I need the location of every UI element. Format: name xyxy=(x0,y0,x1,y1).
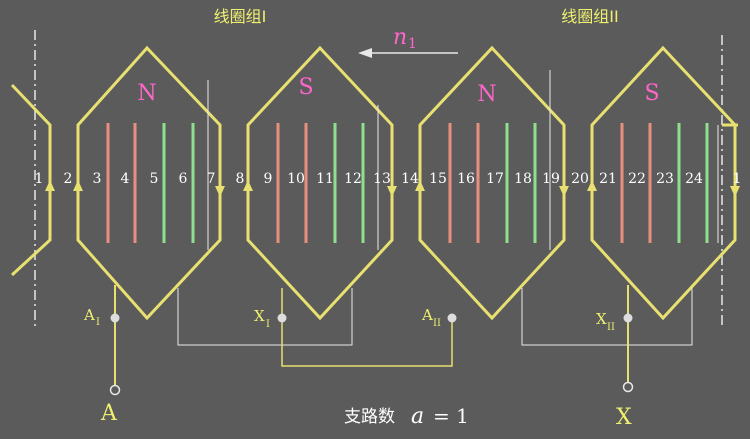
footer-label: 支路数 xyxy=(344,407,395,427)
wire-X1-A2 xyxy=(281,288,453,367)
coil-3-right-arrow xyxy=(559,186,569,197)
coil-4-right-arrow xyxy=(730,186,740,197)
label-X-out: X xyxy=(616,405,632,430)
coil-2-left-arrow xyxy=(243,180,253,191)
slot-number-14: 14 xyxy=(401,171,419,187)
junction-A2 xyxy=(447,313,457,323)
slot-number-6: 6 xyxy=(179,171,188,187)
slot-number-5: 5 xyxy=(150,171,159,187)
label-X2-sub: II xyxy=(607,322,615,333)
slot-number-11: 11 xyxy=(316,171,334,187)
interconnect-yellow xyxy=(281,288,453,367)
coil-4-left-arrow xyxy=(587,180,597,191)
conductors xyxy=(106,70,719,250)
slot-number-21: 21 xyxy=(599,171,617,187)
slot-number-17: 17 xyxy=(486,171,504,187)
slot-number-10: 10 xyxy=(287,171,305,187)
slot-number-7: 7 xyxy=(207,171,216,187)
coils xyxy=(45,45,740,321)
coil-2-right-arrow xyxy=(387,186,397,197)
branch-count-label: 支路数 a = 1 xyxy=(344,404,469,429)
coil-group-2-header: 线圈组II xyxy=(561,7,618,26)
coil-1 xyxy=(76,45,222,321)
terminal-A-circle xyxy=(109,384,121,396)
slot-number-8: 8 xyxy=(236,171,245,187)
coil-3 xyxy=(418,45,566,321)
slot-number-24: 24 xyxy=(685,171,703,187)
label-A2-sub: II xyxy=(433,318,441,329)
coil-group-1-header: 线圈组I xyxy=(214,7,267,26)
terminal-labels: A I X I A II X II A X xyxy=(83,306,632,430)
slot-number-2: 2 xyxy=(64,171,73,187)
coil-3-left-arrow xyxy=(415,180,425,191)
rotation-speed-symbol: n xyxy=(393,25,407,50)
slot-number-13: 13 xyxy=(373,171,391,187)
slot-number-19: 19 xyxy=(542,171,560,187)
interconnect-wires xyxy=(177,288,693,346)
slot-number-15: 15 xyxy=(429,171,447,187)
slot-number-9: 9 xyxy=(264,171,273,187)
slot-number-4: 4 xyxy=(121,171,130,187)
slot-number-23: 23 xyxy=(656,171,674,187)
left-partial-coil-arrow xyxy=(45,180,55,191)
junction-X2 xyxy=(623,313,633,323)
coil-1-left-arrow xyxy=(73,180,83,191)
pole-label-3: N xyxy=(477,82,496,107)
left-partial-coil xyxy=(10,83,52,277)
slot-number-22: 22 xyxy=(628,171,646,187)
slot-number-25: 1 xyxy=(733,171,742,187)
pole-label-1: N xyxy=(137,81,156,106)
coil-4 xyxy=(590,45,737,321)
slot-number-20: 20 xyxy=(571,171,589,187)
junction-X1 xyxy=(277,313,287,323)
label-A2-main: A xyxy=(421,306,433,324)
footer-var: a xyxy=(411,404,424,429)
coil-1-right-arrow xyxy=(215,186,225,197)
slot-number-18: 18 xyxy=(514,171,532,187)
rotation-indicator: n 1 xyxy=(358,25,458,58)
junction-A1 xyxy=(110,313,120,323)
pole-label-2: S xyxy=(298,75,313,100)
label-X1-sub: I xyxy=(266,319,270,330)
rotation-arrow-head xyxy=(358,48,372,58)
wire-coil3-coil4 xyxy=(521,288,693,346)
wire-coil1-coil2 xyxy=(177,288,353,346)
slot-number-1: 1 xyxy=(35,171,44,187)
label-A1-sub: I xyxy=(96,317,100,328)
slot-number-12: 12 xyxy=(344,171,362,187)
label-X1-main: X xyxy=(254,307,265,325)
slot-number-16: 16 xyxy=(457,171,475,187)
label-X2-main: X xyxy=(596,310,607,328)
slot-number-3: 3 xyxy=(93,171,102,187)
coil-2 xyxy=(246,45,394,321)
footer-eq: = 1 xyxy=(433,404,469,428)
rotation-speed-subscript: 1 xyxy=(408,36,417,52)
label-A1-main: A xyxy=(83,306,95,324)
label-A-out: A xyxy=(100,401,118,426)
terminal-X-circle xyxy=(622,381,634,393)
pole-label-4: S xyxy=(644,81,659,106)
